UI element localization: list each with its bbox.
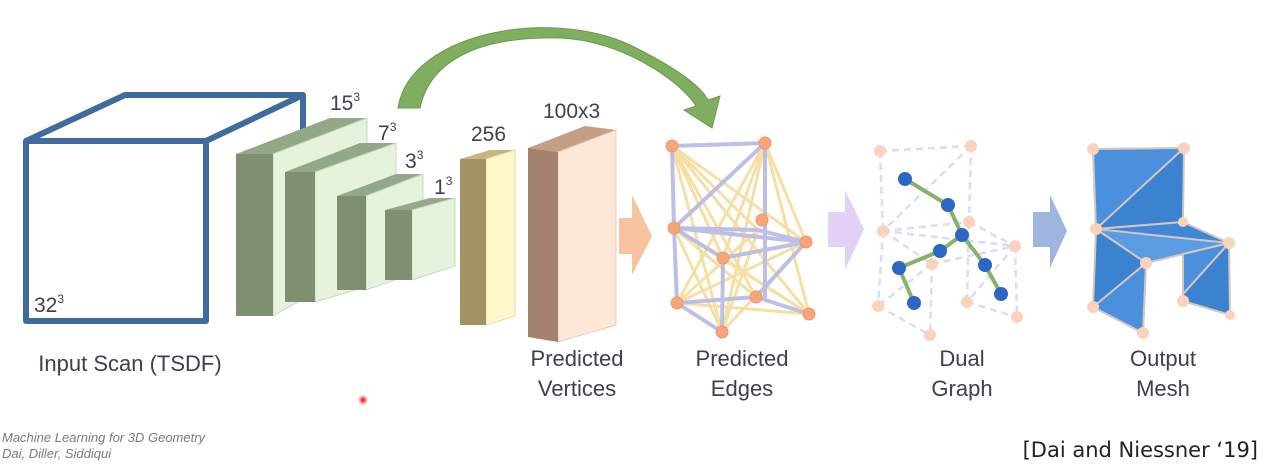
edge-graph-vertex (716, 251, 730, 265)
stage-label-dual-graph-line2: Graph (931, 376, 992, 401)
edge-graph-vertex (667, 221, 681, 235)
output-mesh-chair (1087, 142, 1235, 339)
fc-block-256 (460, 149, 516, 326)
edge-graph-vertex (665, 139, 679, 153)
dual-graph-node (933, 244, 947, 258)
stage-label-dual-graph-line1: Dual (939, 346, 984, 371)
slide-footer: Machine Learning for 3D Geometry Dai, Di… (2, 430, 205, 462)
dual-graph-node (907, 296, 921, 310)
cursor-indicator (358, 395, 368, 405)
conv1-dim-label: 153 (330, 90, 360, 115)
edge-graph-vertex (749, 290, 763, 304)
edge-graph-vertex (715, 325, 729, 339)
edge-graph-vertex (799, 235, 813, 249)
arrow-to-edges (619, 195, 652, 275)
edge-graph-vertex (670, 296, 684, 310)
stage-label-output-mesh-line2: Mesh (1136, 376, 1190, 401)
skip-connection-arrow (397, 27, 721, 129)
stage-label-predicted-edges-line2: Edges (711, 376, 773, 401)
conv4-dim-label: 13 (434, 174, 453, 199)
dual-graph-node (892, 261, 906, 275)
fc-dim-label: 256 (471, 123, 506, 146)
stage-label-predicted-vertices-line1: Predicted (531, 346, 624, 371)
edge-graph-vertex (755, 213, 769, 227)
conv-block-1 (385, 197, 456, 281)
input-dim-label: 323 (34, 292, 64, 317)
course-authors: Dai, Diller, Siddiqui (2, 446, 112, 461)
citation: [Dai and Niessner ‘19] (1022, 438, 1258, 462)
predicted-edges-graph (665, 136, 816, 339)
arrow-to-output-mesh (1033, 195, 1067, 268)
stage-label-output-mesh-line1: Output (1130, 346, 1196, 371)
dual-graph-node (955, 228, 969, 242)
edge-graph-vertex (758, 136, 772, 150)
dual-graph (872, 140, 1023, 341)
conv3-dim-label: 33 (405, 148, 424, 173)
stage-label-predicted-vertices-line2: Vertices (538, 376, 616, 401)
dual-graph-node (978, 258, 992, 272)
course-title: Machine Learning for 3D Geometry (2, 430, 206, 445)
arrow-to-dual-graph (828, 190, 864, 270)
dual-graph-node (941, 198, 955, 212)
stage-label-input-scan: Input Scan (TSDF) (38, 351, 221, 376)
dual-graph-node (898, 172, 912, 186)
predicted-vertices-block (528, 126, 617, 343)
vertices-dim-label: 100x3 (543, 100, 600, 123)
dual-graph-node (994, 287, 1008, 301)
conv2-dim-label: 73 (378, 120, 397, 145)
stage-label-predicted-edges-line1: Predicted (696, 346, 789, 371)
edge-graph-vertex (802, 307, 816, 321)
